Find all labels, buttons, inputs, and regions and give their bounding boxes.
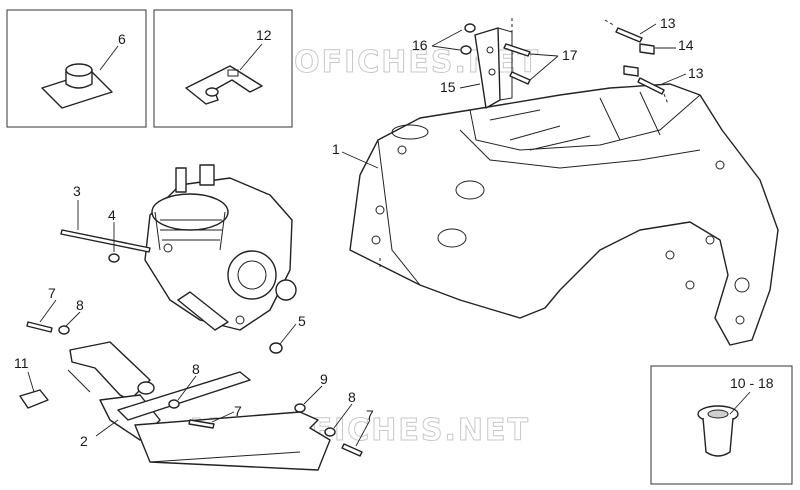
leader-8c: [333, 403, 353, 429]
callout-7a: 7: [48, 285, 56, 301]
part-11-clip: [19, 389, 49, 409]
leader-16b: [431, 45, 461, 51]
callout-8a: 8: [76, 297, 84, 313]
inset-box-part-6: 6: [6, 9, 147, 128]
callout-2: 2: [80, 433, 88, 449]
callout-7c: 7: [366, 407, 374, 423]
engine-assembly: [144, 164, 297, 331]
callout-9: 9: [320, 371, 328, 387]
part-3-long-bolt: [60, 229, 151, 253]
leader-16a: [431, 29, 463, 47]
leader-9: [303, 385, 323, 405]
leader-6: [99, 45, 119, 71]
callout-8c: 8: [348, 389, 356, 405]
part-13-pins: [604, 19, 669, 105]
callout-1: 1: [332, 141, 340, 157]
part-2-engine-mount: [67, 341, 331, 471]
callout-3: 3: [73, 183, 81, 199]
leader-2: [95, 419, 119, 437]
callout-14: 14: [678, 37, 694, 53]
leader-15: [459, 83, 481, 89]
part-5-nut: [269, 342, 283, 354]
leader-11: [27, 371, 35, 393]
part-8-washers: [58, 325, 336, 437]
part-17-bolts: [503, 43, 531, 85]
callout-11: 11: [14, 355, 29, 371]
leader-17b: [529, 55, 559, 81]
callout-4: 4: [108, 207, 116, 223]
leader-5: [279, 323, 297, 345]
callout-6: 6: [118, 31, 126, 47]
part-9-nut: [294, 403, 306, 413]
callout-17: 17: [562, 47, 578, 63]
part-6-clip: [41, 63, 113, 109]
leader-8a: [65, 311, 81, 327]
leader-12: [239, 43, 263, 71]
part-1-frame: [349, 83, 779, 346]
leader-10-18: [729, 391, 751, 415]
callout-15: 15: [440, 79, 456, 95]
leader-7a: [39, 299, 57, 323]
leader-1: [341, 151, 379, 169]
callout-7b: 7: [234, 403, 242, 419]
leader-13b: [661, 73, 687, 85]
callout-13b: 13: [688, 65, 704, 81]
leader-13a: [639, 23, 657, 35]
part-10-18-bushing: [697, 405, 739, 457]
callout-16: 16: [412, 37, 428, 53]
callout-5: 5: [298, 313, 306, 329]
leader-17a: [529, 53, 559, 57]
leader-7c: [355, 419, 371, 447]
inset-box-parts-10-18: 10 - 18: [650, 365, 793, 485]
callout-12: 12: [256, 27, 272, 43]
callout-8b: 8: [192, 361, 200, 377]
callout-10-18: 10 - 18: [730, 375, 774, 391]
leader-8b: [177, 375, 197, 401]
part-15-bracket: [474, 18, 513, 109]
part-14-bushings: [623, 43, 655, 77]
part-7-bolts: [26, 321, 363, 457]
part-12-speed-nut: [185, 65, 263, 105]
inset-box-part-12: 12: [153, 9, 293, 128]
part-16-nuts: [460, 23, 476, 55]
callout-13a: 13: [660, 15, 676, 31]
leader-7b: [211, 411, 235, 423]
part-4-washer: [108, 253, 120, 263]
